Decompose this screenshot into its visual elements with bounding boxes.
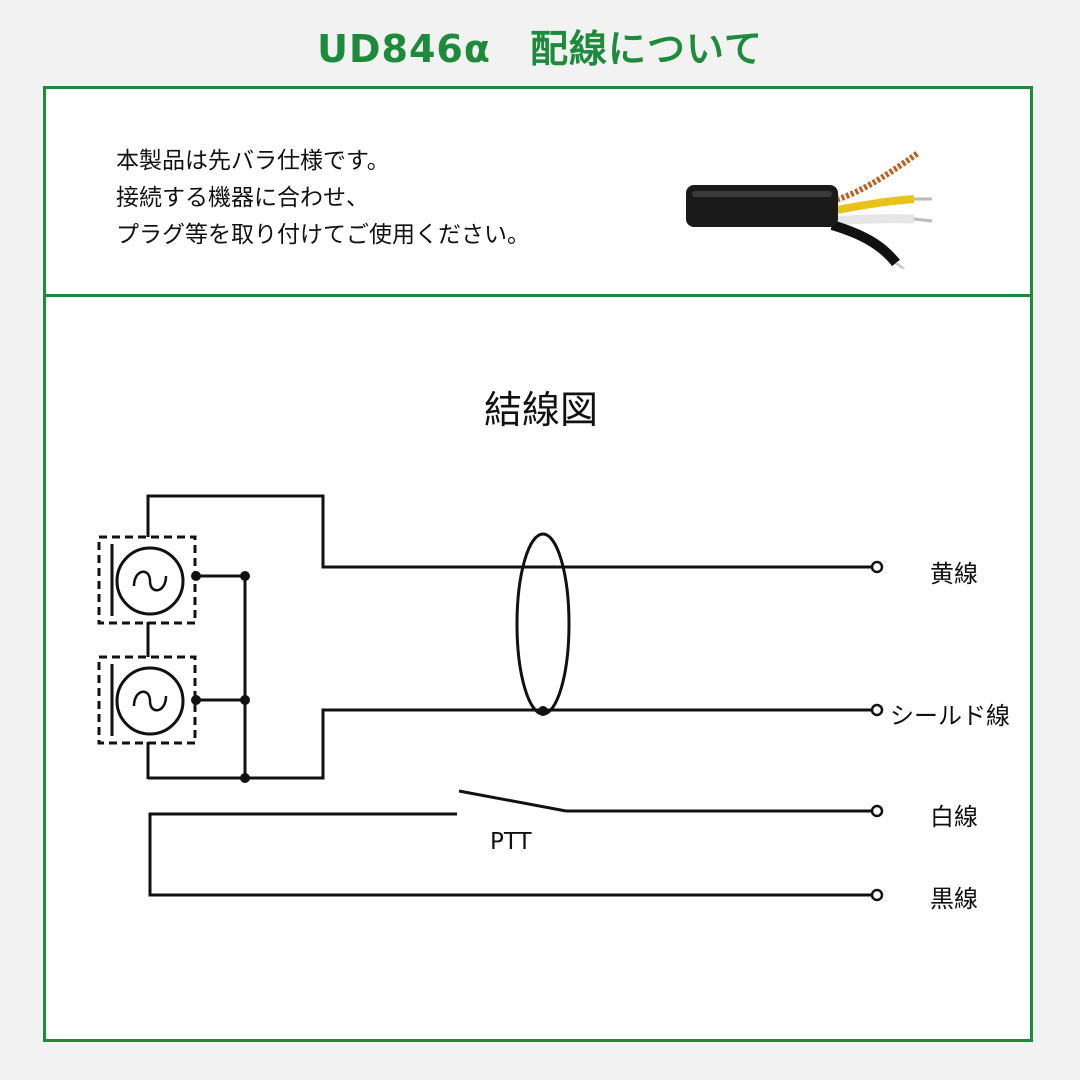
label-white-wire: 白線: [930, 803, 978, 831]
description-line: 接続する機器に合わせ、: [116, 185, 369, 211]
wire-terminals: [870, 560, 884, 902]
diagram-title: 結線図: [483, 388, 598, 432]
white-wire: [831, 214, 915, 226]
shield-wire-line: [146, 708, 873, 780]
black-wire: [830, 220, 900, 267]
yellow-wire: [831, 195, 915, 215]
description-line: 本製品は先バラ仕様です。: [116, 148, 390, 174]
wiring-diagram: [97, 494, 884, 902]
label-yellow-wire: 黄線: [930, 560, 978, 588]
description-line: プラグ等を取り付けてご使用ください。: [116, 222, 530, 248]
page-title: UD846α 配線について: [317, 27, 763, 71]
ptt-label: PTT: [490, 829, 532, 855]
shield-ellipse: [515, 532, 571, 716]
earphone-unit-top: [97, 535, 197, 625]
cable-photo: [686, 150, 933, 269]
content-frame: 本製品は先バラ仕様です。 接続する機器に合わせ、 プラグ等を取り付けてご使用くだ…: [43, 86, 1033, 1042]
label-black-wire: 黒線: [930, 885, 978, 913]
junction-dots: [191, 571, 548, 783]
ptt-switch-lever: [458, 789, 567, 813]
product-description: 本製品は先バラ仕様です。 接続する機器に合わせ、 プラグ等を取り付けてご使用くだ…: [116, 143, 530, 254]
yellow-wire-line: [146, 494, 873, 569]
earphone-unit-bottom: [97, 655, 197, 745]
brown-shield-wire: [831, 150, 920, 204]
black-wire-line: [148, 812, 873, 897]
label-shield-wire: シールド線: [890, 702, 1010, 730]
section-divider: [46, 294, 1030, 297]
